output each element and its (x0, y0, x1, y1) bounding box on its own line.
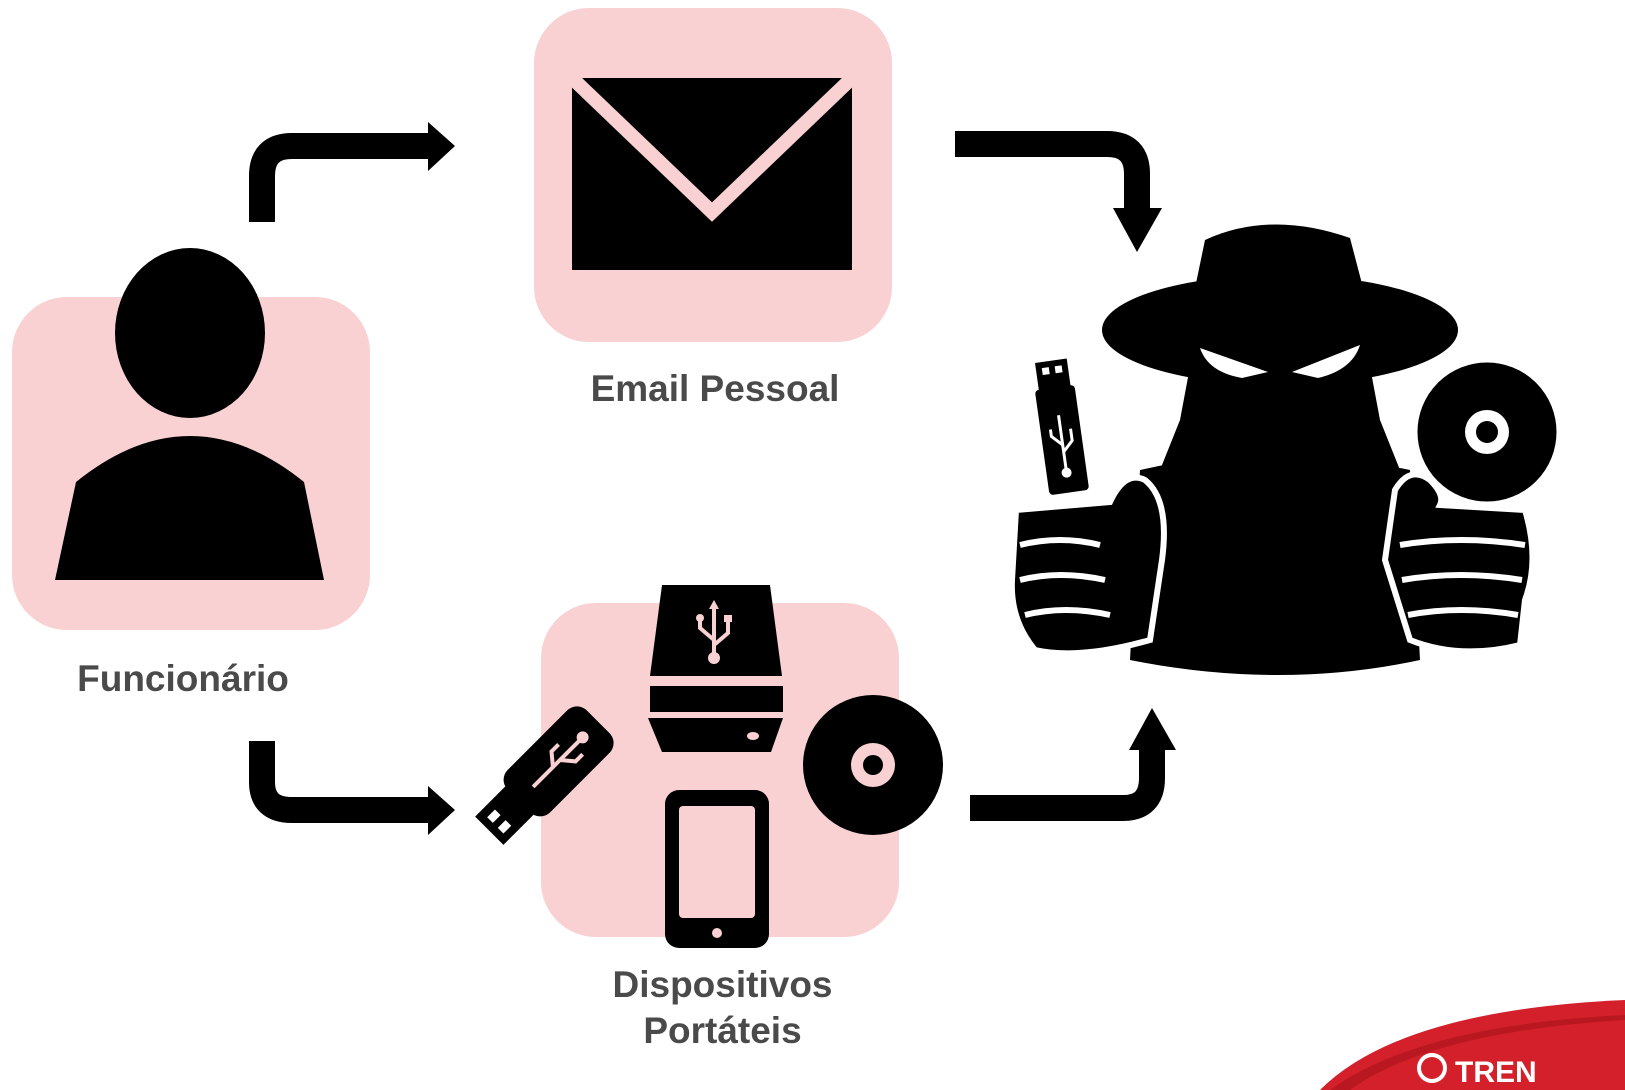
email-label: Email Pessoal (590, 368, 840, 409)
left-hand-icon (1008, 474, 1167, 657)
thief-icon (1008, 224, 1562, 675)
arrow-employee-to-email (249, 122, 455, 222)
thief-usb-stick-icon (1031, 358, 1093, 499)
envelope-icon (567, 72, 857, 270)
arrow-employee-to-devices (249, 741, 455, 835)
arrow-devices-to-thief (970, 708, 1176, 821)
usb-symbol-icon (698, 606, 730, 655)
devices-label-line1: Dispositivos (612, 964, 833, 1005)
brand-text: TREN (1455, 1056, 1537, 1089)
arrow-email-to-thief (955, 131, 1162, 252)
cd-disc-icon (803, 695, 943, 835)
devices-label-line2: Portáteis (643, 1010, 802, 1051)
usb-stick-icon (475, 706, 614, 845)
devices-label: Dispositivos Portáteis (560, 962, 885, 1054)
brand-logo: TREN (1320, 1000, 1625, 1090)
external-drive-icon (648, 585, 783, 752)
thief-cd-icon (1412, 357, 1562, 507)
tablet-icon (665, 790, 769, 948)
employee-label: Funcionário (77, 658, 289, 699)
right-hand-icon (1381, 471, 1536, 655)
person-icon (55, 248, 324, 580)
